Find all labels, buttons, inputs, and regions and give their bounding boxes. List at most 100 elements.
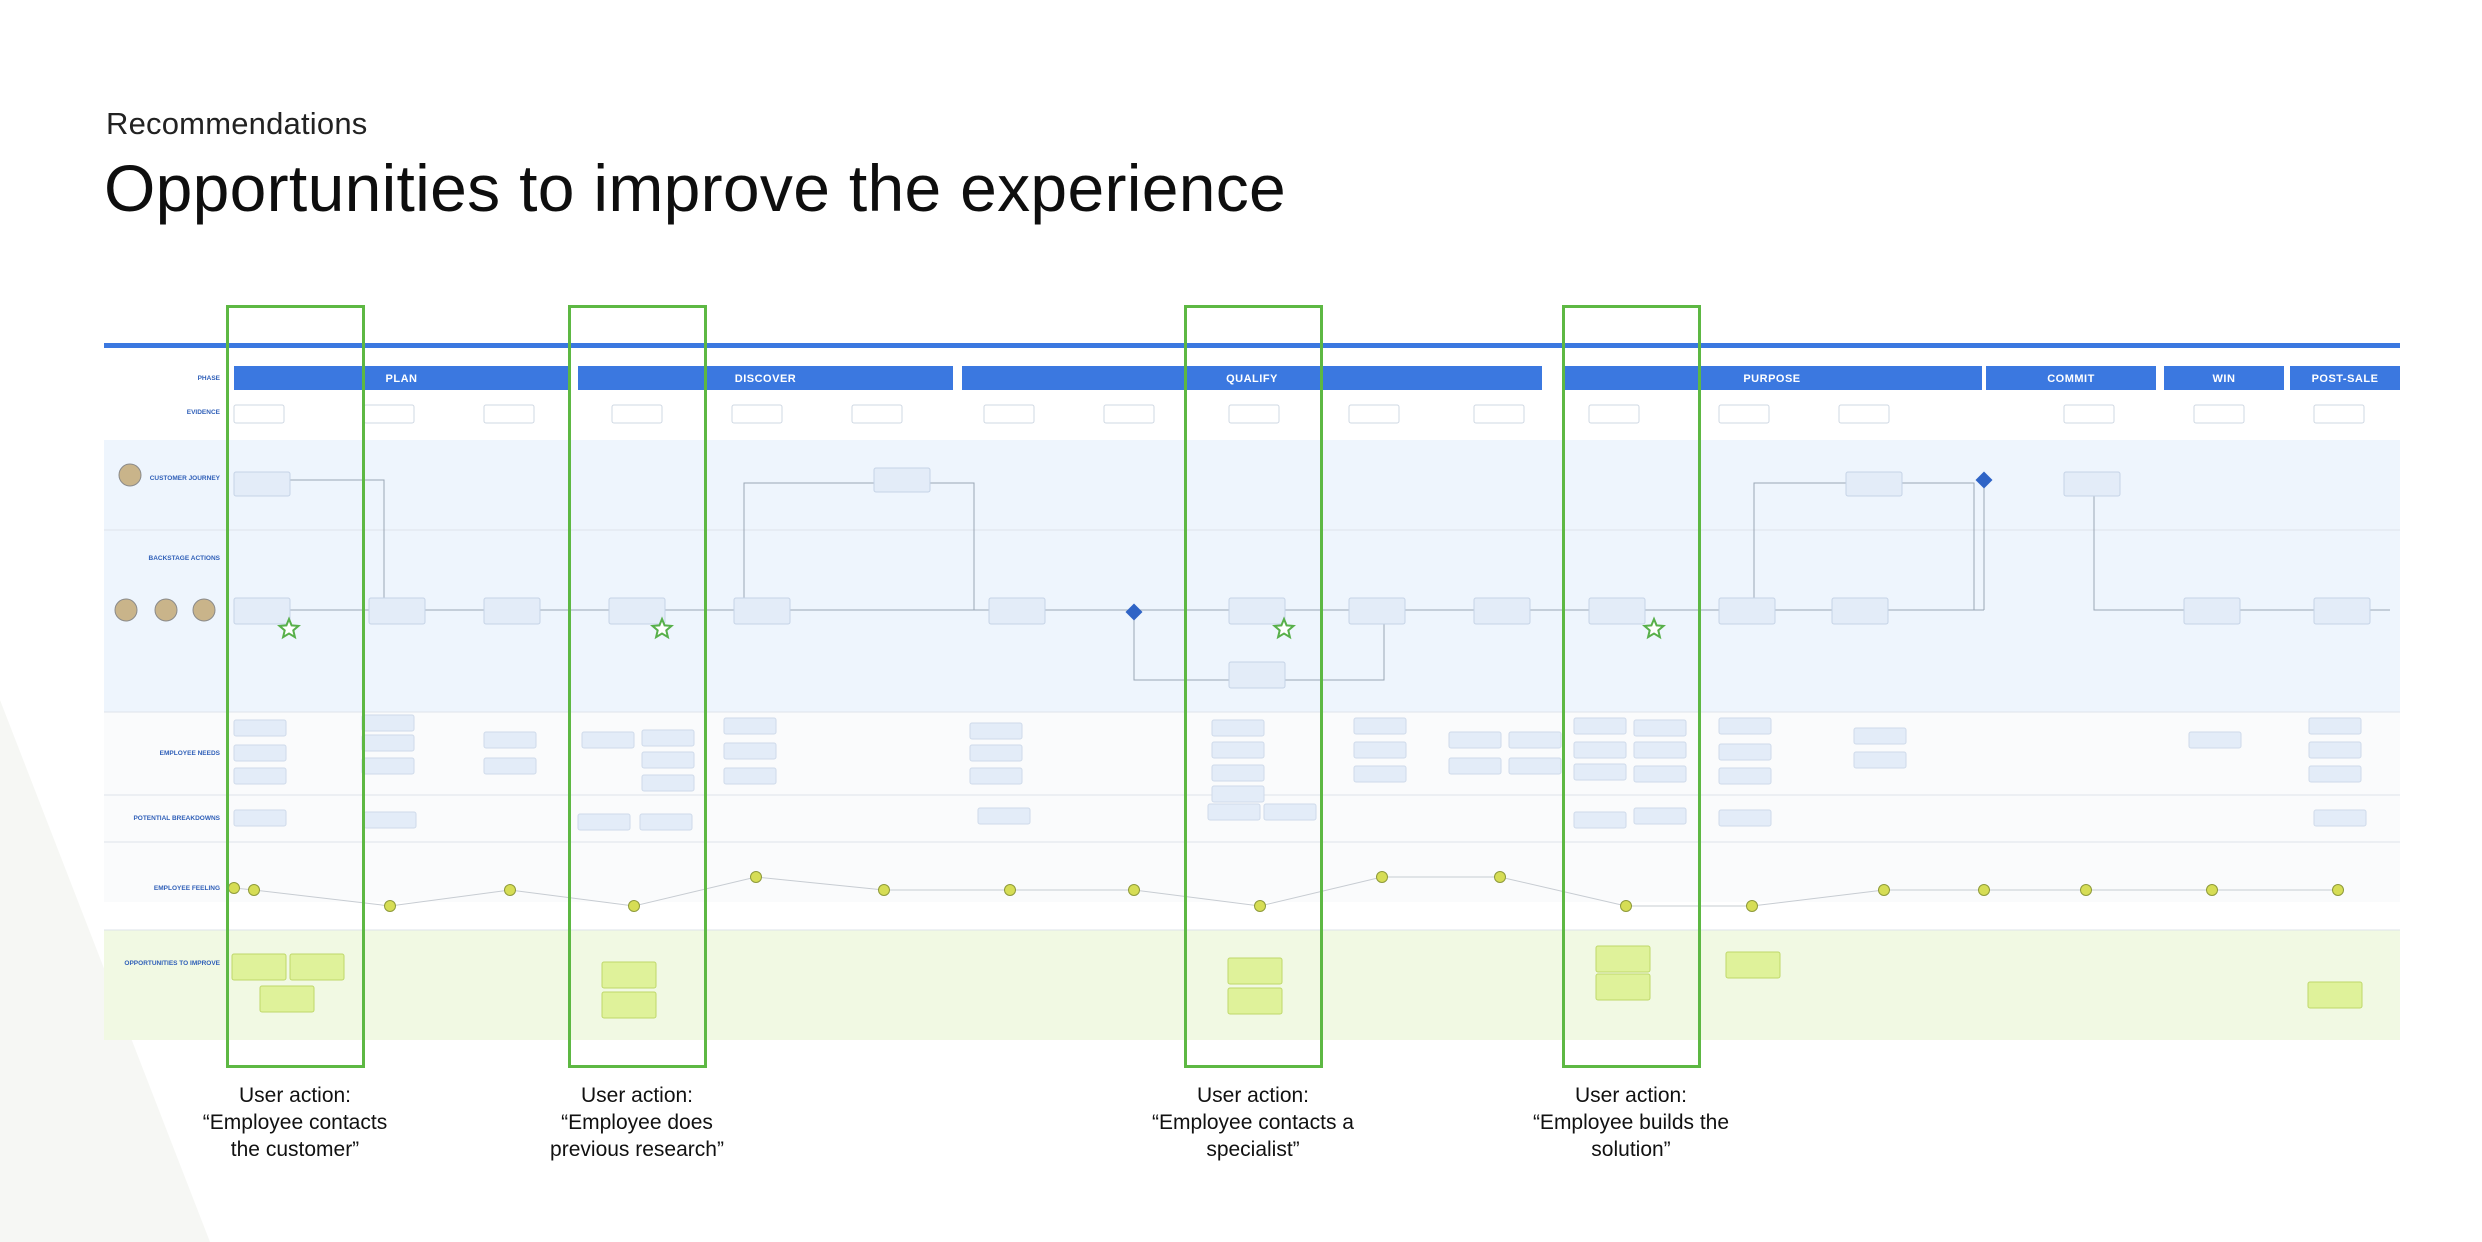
employee-need-card-43 <box>2308 765 2362 783</box>
employee-need-card-35 <box>1718 717 1772 735</box>
employee-feeling-dot-18 <box>2332 884 2344 896</box>
employee-need-card-23 <box>1353 741 1407 759</box>
employee-action-card-2 <box>483 597 541 625</box>
employee-feeling-dot-6 <box>878 884 890 896</box>
persona-avatar-3 <box>192 598 216 622</box>
flow-connector-1 <box>743 482 975 610</box>
highlight-employee-contacts-customer <box>226 305 365 1068</box>
employee-need-card-28 <box>1508 757 1562 775</box>
decision-diamond-0 <box>1125 603 1143 621</box>
employee-feeling-dot-14 <box>1878 884 1890 896</box>
star-icon-1 <box>277 616 301 640</box>
opportunity-sticky-9 <box>1725 951 1781 979</box>
breakdown-card-4 <box>977 807 1031 825</box>
user-action-caption-1: User action: “Employee contacts the cust… <box>202 1084 388 1161</box>
highlight-employee-previous-research <box>568 305 707 1068</box>
user-action-caption-2: User action: “Employee does previous res… <box>550 1084 724 1161</box>
employee-need-card-7 <box>483 757 537 775</box>
evidence-card-1 <box>363 404 415 424</box>
employee-feeling-dot-10 <box>1376 871 1388 883</box>
employee-need-card-36 <box>1718 743 1772 761</box>
user-action-caption-3: User action: “Employee contacts a specia… <box>1152 1084 1354 1161</box>
stage-bar-qualify <box>962 366 1542 390</box>
row-label-7: OPPORTUNITIES TO IMPROVE <box>124 960 220 967</box>
evidence-card-2 <box>483 404 535 424</box>
employee-feeling-dot-9 <box>1254 900 1266 912</box>
row-label-0: PHASE <box>198 375 221 382</box>
employee-need-card-40 <box>2188 731 2242 749</box>
stage-bar-purpose <box>1562 366 1982 390</box>
evidence-card-11 <box>1588 404 1640 424</box>
user-action-caption-4: User action: “Employee builds the soluti… <box>1532 1084 1730 1161</box>
breakdown-card-10 <box>2313 809 2367 827</box>
breakdown-card-1 <box>363 811 417 829</box>
employee-need-card-31 <box>1573 763 1627 781</box>
employee-need-card-11 <box>641 774 695 792</box>
row-label-1: EVIDENCE <box>187 409 221 416</box>
employee-need-card-34 <box>1633 765 1687 783</box>
opportunity-sticky-5 <box>1227 957 1283 985</box>
highlight-employee-contacts-specialist <box>1184 305 1323 1068</box>
specialist-action-card <box>1228 661 1286 689</box>
persona-avatar-0 <box>118 463 142 487</box>
opportunity-sticky-2 <box>259 985 315 1013</box>
employee-feeling-dot-1 <box>248 884 260 896</box>
employee-need-card-1 <box>233 744 287 762</box>
employee-feeling-dot-7 <box>1004 884 1016 896</box>
employee-action-card-10 <box>1718 597 1776 625</box>
breakdown-card-2 <box>577 813 631 831</box>
stage-bar-plan <box>234 366 569 390</box>
customer-journey-card-0 <box>233 471 291 497</box>
employee-feeling-dot-17 <box>2206 884 2218 896</box>
breakdown-card-6 <box>1263 803 1317 821</box>
employee-need-card-15 <box>969 722 1023 740</box>
employee-need-card-37 <box>1718 767 1772 785</box>
evidence-card-5 <box>851 404 903 424</box>
breakdown-card-9 <box>1718 809 1772 827</box>
evidence-card-9 <box>1348 404 1400 424</box>
opportunity-sticky-4 <box>601 991 657 1019</box>
row-label-4: EMPLOYEE NEEDS <box>160 750 221 757</box>
breakdown-card-8 <box>1633 807 1687 825</box>
employee-feeling-dot-8 <box>1128 884 1140 896</box>
star-icon-4 <box>1642 616 1666 640</box>
evidence-card-3 <box>611 404 663 424</box>
employee-need-card-19 <box>1211 741 1265 759</box>
breakdown-card-5 <box>1207 803 1261 821</box>
opportunity-sticky-6 <box>1227 987 1283 1015</box>
employee-need-card-9 <box>641 729 695 747</box>
row-label-6: EMPLOYEE FEELING <box>154 885 220 892</box>
opportunity-sticky-3 <box>601 961 657 989</box>
employee-need-card-0 <box>233 719 287 737</box>
breakdown-card-0 <box>233 809 287 827</box>
highlight-employee-builds-solution <box>1562 305 1701 1068</box>
employee-action-card-1 <box>368 597 426 625</box>
employee-need-card-6 <box>483 731 537 749</box>
employee-action-card-4 <box>733 597 791 625</box>
stage-label-qualify: QUALIFY <box>1226 373 1278 385</box>
opportunity-sticky-0 <box>231 953 287 981</box>
stage-label-purpose: PURPOSE <box>1743 373 1800 385</box>
employee-action-card-8 <box>1473 597 1531 625</box>
breakdown-card-3 <box>639 813 693 831</box>
stage-label-plan: PLAN <box>386 373 418 385</box>
evidence-card-14 <box>2063 404 2115 424</box>
employee-feeling-dot-3 <box>504 884 516 896</box>
evidence-card-13 <box>1838 404 1890 424</box>
opportunity-sticky-7 <box>1595 945 1651 973</box>
employee-action-card-3 <box>608 597 666 625</box>
employee-need-card-8 <box>581 731 635 749</box>
employee-feeling-dot-16 <box>2080 884 2092 896</box>
employee-need-card-32 <box>1633 719 1687 737</box>
star-icon-3 <box>1272 616 1296 640</box>
employee-need-card-42 <box>2308 741 2362 759</box>
employee-need-card-10 <box>641 751 695 769</box>
employee-feeling-dot-11 <box>1494 871 1506 883</box>
stage-bar-discover <box>578 366 953 390</box>
employee-feeling-dot-2 <box>384 900 396 912</box>
employee-need-card-30 <box>1573 741 1627 759</box>
employee-need-card-2 <box>233 767 287 785</box>
employee-need-card-16 <box>969 744 1023 762</box>
customer-journey-card-2 <box>1845 471 1903 497</box>
